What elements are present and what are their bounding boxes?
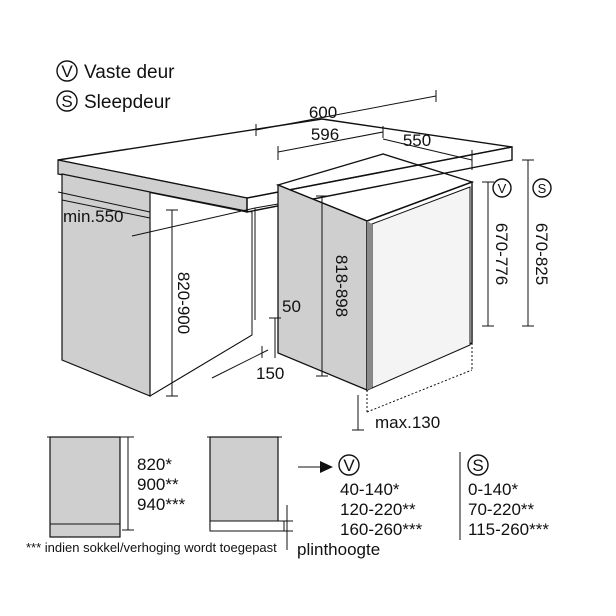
cabinet-niche — [61, 173, 256, 397]
fixed-value-3: 160-260*** — [340, 520, 423, 539]
bottom-sketch-2 — [207, 436, 293, 550]
fixed-value-2: 120-220** — [340, 500, 416, 519]
sliding-door-symbol-icon — [532, 178, 552, 198]
fixed-door-symbol-dim: V — [498, 181, 507, 196]
fixed-door-label: Vaste deur — [84, 62, 175, 83]
bottom-heights: 820* 900** 940*** — [137, 455, 186, 514]
sliding-door-symbol-icon — [56, 90, 78, 112]
dim-niche-height: 820-900 — [174, 272, 193, 334]
dim-plinth-150: 150 — [256, 364, 284, 383]
dishwasher-body — [275, 153, 475, 413]
sliding-value-1: 0-140* — [468, 480, 518, 499]
sliding-value-3: 115-260*** — [468, 520, 549, 539]
countertop — [57, 118, 513, 213]
fixed-door-symbol-icon — [338, 454, 360, 476]
height-940: 940*** — [137, 495, 186, 514]
dimension-labels: 600 596 550 min.550 820-900 818-898 50 1… — [63, 103, 552, 432]
height-900: 900** — [137, 475, 179, 494]
sliding-door-symbol-values: S — [472, 456, 483, 475]
arrow-to-values — [298, 461, 333, 473]
height-820: 820* — [137, 455, 172, 474]
fixed-door-symbol-icon — [492, 178, 512, 198]
dim-min-550: min.550 — [63, 207, 123, 226]
sliding-value-2: 70-220** — [468, 500, 535, 519]
sliding-door-symbol-dim: S — [538, 181, 547, 196]
fixed-door-symbol: V — [61, 62, 73, 81]
arrow-right-icon — [320, 461, 333, 473]
fixed-door-symbol-values: V — [343, 456, 355, 475]
dim-sliding-range: 670-825 — [532, 223, 551, 285]
sliding-door-values: S 0-140* 70-220** 115-260*** — [467, 454, 549, 539]
fixed-door-symbol-icon — [56, 60, 78, 82]
dim-550: 550 — [403, 131, 431, 150]
sliding-door-symbol-icon — [467, 454, 489, 476]
dimension-lines — [57, 90, 534, 431]
bottom-sketch-1 — [47, 436, 134, 538]
fixed-value-1: 40-140* — [340, 480, 400, 499]
dim-596: 596 — [311, 125, 339, 144]
dim-fixed-range: 670-776 — [492, 223, 511, 285]
rear-panel — [254, 203, 279, 320]
sliding-door-label: Sleepdeur — [84, 92, 171, 113]
sliding-door-symbol: S — [61, 92, 72, 111]
legend: V Vaste deur S Sleepdeur — [56, 60, 175, 113]
fixed-door-values: V 40-140* 120-220** 160-260*** — [338, 454, 423, 539]
dim-600: 600 — [309, 103, 337, 122]
footnote: *** indien sokkel/verhoging wordt toegep… — [26, 540, 277, 555]
dim-appliance-height: 818-898 — [332, 255, 351, 317]
plinth-height-label: plinthoogte — [297, 540, 380, 559]
dim-plinth-50: 50 — [282, 297, 301, 316]
dim-max-130: max.130 — [375, 413, 440, 432]
